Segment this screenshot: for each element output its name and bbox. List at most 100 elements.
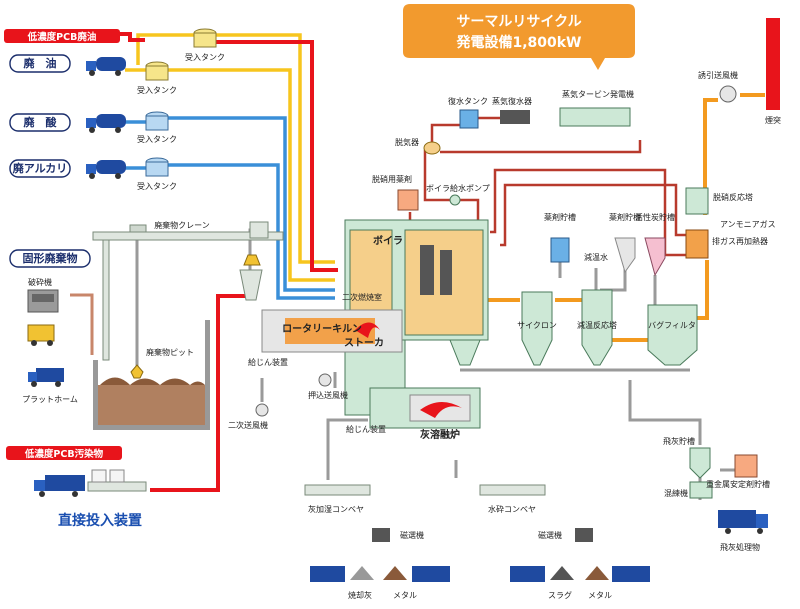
feed-hopper (239, 254, 263, 301)
svg-text:サイクロン: サイクロン (517, 321, 557, 330)
callout-line1: サーマルリサイクル (456, 14, 581, 30)
metal-out-1-icon: メタル (383, 566, 450, 600)
secondary-label: 二次燃焼室 (342, 292, 382, 302)
ash-out-truck-icon: 焼却灰 (310, 566, 374, 600)
svg-text:バグフィルタ: バグフィルタ (648, 320, 696, 330)
acid-receiving-tank: 受入タンク (137, 111, 177, 144)
svg-text:アンモニアガス: アンモニアガス (720, 219, 776, 229)
feed-pump: ボイラ給水ポンプ (426, 183, 490, 206)
svg-text:薬剤貯槽: 薬剤貯槽 (544, 212, 576, 222)
crusher-label: 破砕機 (28, 277, 52, 287)
svg-text:低濃度PCB廃油: 低濃度PCB廃油 (27, 31, 97, 43)
magnet-1: 磁選機 (372, 528, 424, 542)
recovery-tank: 復水タンク (448, 96, 488, 129)
denitration-agent-tank: 脱硝用薬剤 (372, 174, 419, 211)
platform-label: プラットホーム (22, 395, 78, 404)
svg-text:磁選機: 磁選機 (538, 530, 562, 540)
magnet-2: 磁選機 (538, 528, 593, 542)
ash-drop-line (326, 418, 368, 480)
svg-text:誘引送風機: 誘引送風機 (698, 70, 738, 80)
cyclone: サイクロン (517, 291, 557, 366)
ammonia-line: アンモニアガス (720, 219, 776, 229)
svg-text:受入タンク: 受入タンク (137, 85, 177, 95)
svg-text:重金属安定剤貯槽: 重金属安定剤貯槽 (706, 479, 770, 489)
svg-text:磁選機: 磁選機 (400, 530, 424, 540)
boiler-hopper (449, 339, 481, 366)
gas-to-fan (703, 98, 718, 215)
gas-to-reheater (697, 260, 709, 320)
pcb-receiving-tank: 受入タンク (185, 28, 225, 62)
fly-ash-tank: 飛灰貯槽 (663, 436, 711, 479)
svg-text:低濃度PCB汚染物: 低濃度PCB汚染物 (24, 448, 104, 460)
svg-text:減温反応塔: 減温反応塔 (577, 320, 617, 330)
svg-text:蒸気タービン発電機: 蒸気タービン発電機 (562, 89, 634, 99)
svg-text:薬剤貯槽: 薬剤貯槽 (609, 212, 641, 222)
svg-text:メタル: メタル (588, 591, 612, 600)
kiln-body: ロータリーキルン ストーカ (261, 309, 406, 416)
turbine-generator: 蒸気タービン発電機 (559, 89, 634, 127)
oil-label: 廃 油 (9, 54, 71, 73)
svg-text:混練機: 混練機 (664, 488, 688, 498)
fly-ash-line (628, 380, 702, 445)
crane-grab-icon (130, 364, 144, 379)
chemical-tank: 薬剤貯槽 (544, 212, 576, 263)
svg-text:灰加湿コンベヤ: 灰加湿コンベヤ (308, 504, 364, 514)
cooling-reactor: 減温反応塔 (577, 289, 617, 366)
thermal-recycle-callout: サーマルリサイクル 発電設備1,800kW (403, 4, 635, 70)
wet-ash-conveyor: 灰加湿コンベヤ (304, 484, 371, 514)
boiler-label: ボイラ (373, 234, 403, 247)
pcb-oil-line (120, 32, 145, 42)
melting-furnace: 灰溶融炉 (369, 387, 481, 441)
stabilizer-tank: 重金属安定剤貯槽 (706, 454, 770, 489)
crusher-line (70, 293, 94, 355)
metal-out-2-icon: メタル (585, 566, 650, 600)
deaerator: 脱気器 (395, 137, 441, 155)
svg-text:廃アルカリ: 廃アルカリ (13, 161, 68, 175)
svg-text:廃棄物クレーン: 廃棄物クレーン (154, 220, 210, 230)
chemical-tank-2: 薬剤貯槽 (609, 212, 641, 274)
kiln-feeder-label: 給じん装置 (248, 357, 288, 367)
svg-text:受入タンク: 受入タンク (137, 181, 177, 191)
oil-feed-line (215, 33, 335, 264)
chem-line-2 (600, 265, 627, 292)
svg-text:給じん装置: 給じん装置 (248, 357, 288, 367)
svg-text:焼却灰: 焼却灰 (348, 590, 372, 600)
svg-text:スラグ: スラグ (548, 590, 572, 600)
svg-text:給じん装置: 給じん装置 (346, 424, 386, 434)
waste-pit: 廃棄物ピット (93, 320, 210, 430)
water-conveyor: 水砕コンベヤ (479, 484, 546, 514)
steam-line (490, 168, 686, 257)
forklift-icon (27, 324, 55, 346)
denox-tower: 脱硝反応塔 (685, 187, 753, 215)
svg-text:脱硝反応塔: 脱硝反応塔 (713, 192, 753, 202)
waste-crane: 廃棄物クレーン (92, 220, 284, 361)
slag-out-icon: スラグ (510, 566, 574, 600)
svg-text:蒸気復水器: 蒸気復水器 (492, 96, 532, 106)
platform-truck-icon (28, 368, 64, 387)
induced-fan: 誘引送風機 (698, 70, 738, 103)
svg-text:復水タンク: 復水タンク (448, 96, 488, 106)
crusher-icon (27, 289, 59, 313)
oil-truck-icon (86, 57, 126, 76)
svg-text:廃 油: 廃 油 (24, 56, 57, 70)
svg-text:ボイラ給水ポンプ: ボイラ給水ポンプ (426, 183, 490, 193)
svg-text:廃棄物ピット: 廃棄物ピット (146, 347, 194, 357)
svg-text:脱気器: 脱気器 (395, 137, 419, 147)
solid-waste-header: 固形廃棄物 (9, 249, 91, 268)
steam-condenser: 蒸気復水器 (492, 96, 532, 124)
svg-text:廃 酸: 廃 酸 (24, 115, 58, 129)
mixer: 混練機 (664, 481, 713, 499)
stack: 煙突 (765, 18, 781, 125)
pcb-oil-header: 低濃度PCB廃油 (4, 29, 120, 43)
bag-filter: バグフィルタ (647, 304, 698, 366)
svg-text:排ガス再加熱器: 排ガス再加熱器 (712, 236, 768, 246)
svg-text:煙突: 煙突 (765, 115, 781, 125)
stoker-label: ストーカ (344, 337, 384, 349)
svg-text:受入タンク: 受入タンク (185, 52, 225, 62)
acid-feed-line (168, 116, 335, 292)
svg-text:飛灰処理物: 飛灰処理物 (720, 542, 760, 552)
acid-label: 廃 酸 (9, 113, 71, 132)
direct-feed-label: 直接投入装置 (58, 512, 142, 529)
